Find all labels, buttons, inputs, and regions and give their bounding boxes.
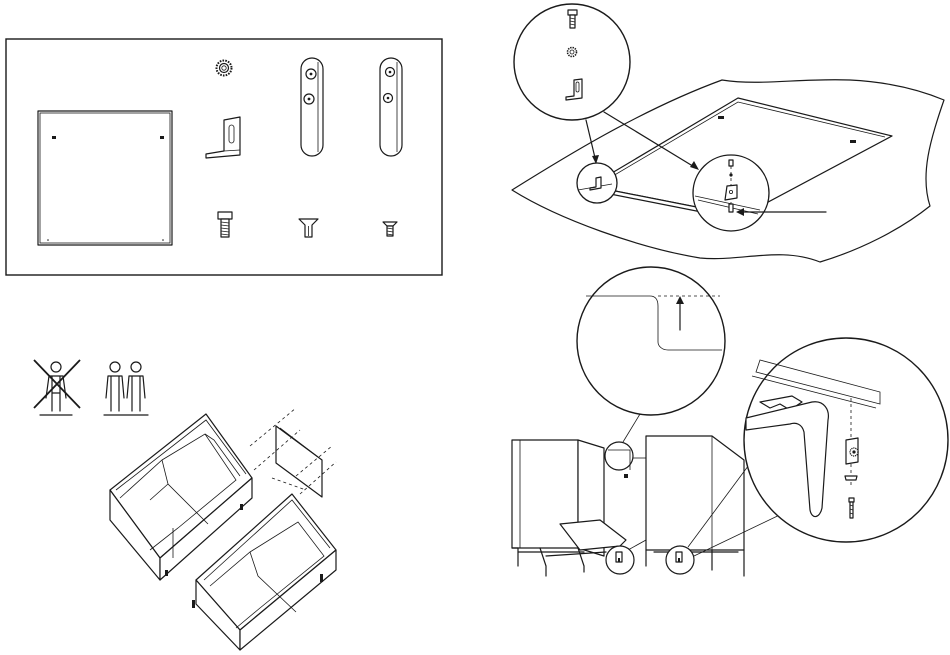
two-persons-icon [104,362,148,415]
loose-side-panel [250,408,336,497]
seam-alignment-zoom [577,267,725,415]
toothed-washer-part [217,61,232,76]
side-panel-part [38,111,172,245]
sofa-exploded-view [110,408,336,650]
zoom-washer [568,48,577,57]
seam-detail-circle [605,442,633,470]
right-sofa-body [646,436,744,550]
one-person-crossed-icon [34,360,80,415]
connector-plate-b-part [380,58,402,156]
panel-bracket-mounting-view [512,4,944,262]
connector-plate-a-part [301,58,323,156]
two-person-assembly-icons [34,360,148,415]
sofa-joining-view [512,267,948,576]
parts-list-panel [6,39,442,275]
